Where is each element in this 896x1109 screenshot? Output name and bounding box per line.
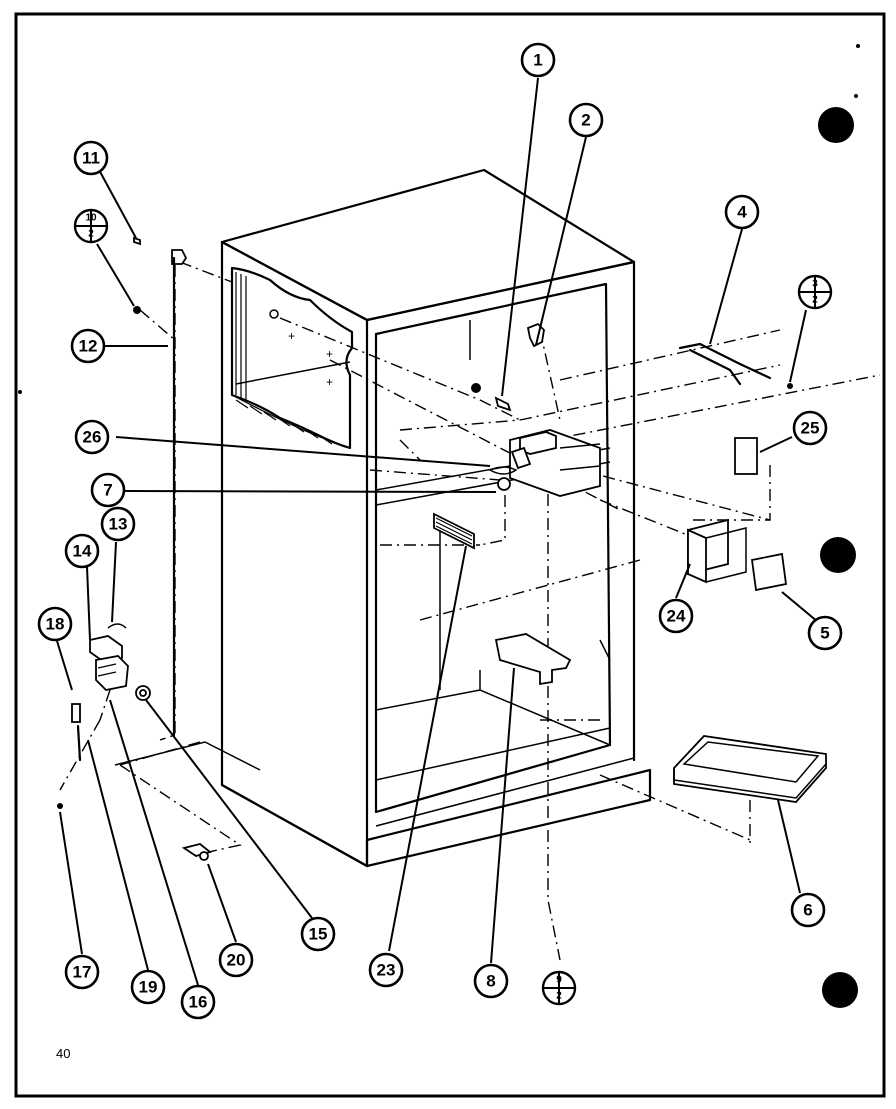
svg-text:18: 18 [46,615,65,634]
svg-text:11: 11 [82,149,100,168]
callout-26: 26 [74,419,110,455]
callout-1: 1 [520,42,556,78]
svg-text:+: + [326,375,333,389]
binder-hole-bottom [822,972,858,1008]
svg-text:7: 7 [103,481,112,500]
binder-hole-middle [820,537,856,573]
callout-3-over-2: 3 2 [797,274,833,310]
svg-text:20: 20 [227,951,246,970]
callout-8: 8 [473,963,509,999]
svg-text:15: 15 [309,925,328,944]
callout-11: 11 [73,140,109,176]
svg-text:19: 19 [139,978,158,997]
callout-7: 7 [90,472,126,508]
parts [57,236,827,861]
callout-4: 4 [724,194,760,230]
svg-text:6: 6 [803,901,812,920]
svg-text:8: 8 [486,972,495,991]
leader-lines [56,77,819,986]
callout-10-over-2: 10 2 [73,208,109,244]
callout-16: 16 [180,984,216,1020]
svg-text:14: 14 [73,542,92,561]
callout-19: 19 [130,969,166,1005]
svg-text:9: 9 [556,975,562,986]
page-number: 40 [56,1046,71,1061]
callout-20: 20 [218,942,254,978]
callout-17: 17 [64,954,100,990]
svg-text:1: 1 [533,51,542,70]
callout-14: 14 [64,533,100,569]
svg-text:5: 5 [820,624,829,643]
svg-text:2: 2 [88,229,94,240]
callout-18: 18 [37,606,73,642]
callout-13: 13 [100,506,136,542]
svg-text:2: 2 [812,295,818,306]
svg-text:12: 12 [79,337,98,356]
svg-text:25: 25 [801,419,820,438]
svg-text:+: + [288,329,295,343]
assembly-lines [59,261,881,961]
page-border [14,12,886,1098]
svg-text:+: + [326,347,333,361]
svg-text:16: 16 [189,993,208,1012]
callout-24: 24 [658,598,694,634]
svg-text:23: 23 [377,961,396,980]
svg-text:24: 24 [667,607,686,626]
svg-text:10: 10 [85,213,97,224]
svg-text:2: 2 [556,991,562,1002]
svg-text:13: 13 [109,515,128,534]
svg-text:3: 3 [812,279,818,290]
callout-12: 12 [70,328,106,364]
callout-9-over-2: 9 2 [541,970,577,1006]
binder-hole-top [818,107,854,143]
callout-15: 15 [300,916,336,952]
svg-text:26: 26 [83,428,102,447]
svg-text:17: 17 [73,963,92,982]
svg-text:2: 2 [581,111,590,130]
callout-25: 25 [792,410,828,446]
callout-6: 6 [790,892,826,928]
svg-text:4: 4 [737,203,747,222]
callout-23: 23 [368,952,404,988]
callout-5: 5 [807,615,843,651]
callout-2: 2 [568,102,604,138]
